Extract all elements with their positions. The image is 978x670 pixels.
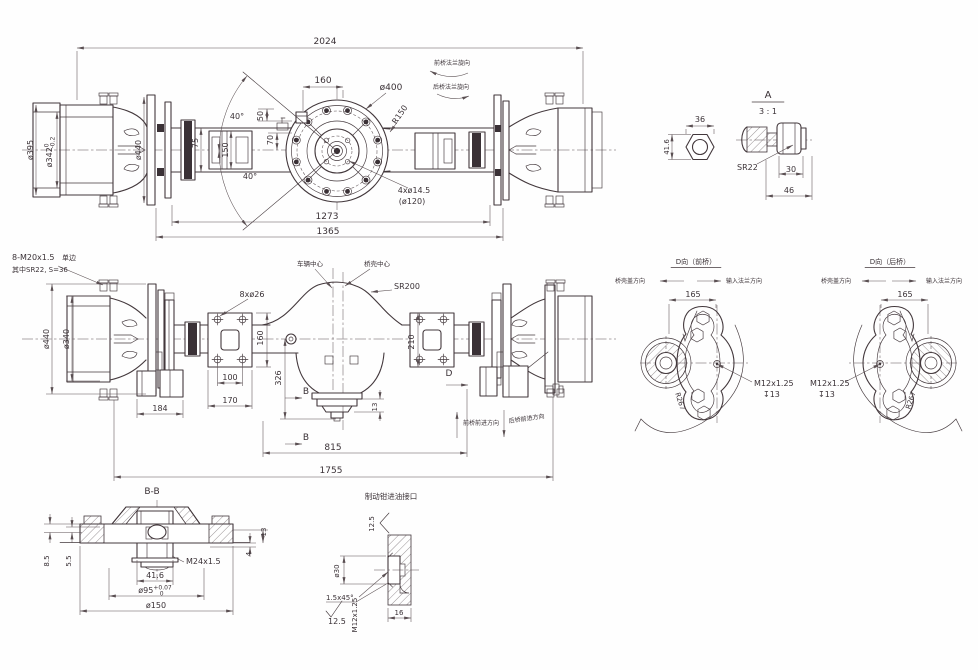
d-rear-thread: M12x1.25: [810, 379, 850, 388]
label-b-top: B: [303, 387, 309, 397]
d-front-left-label: 桥壳盖方向: [615, 277, 645, 285]
dim-1365: 1365: [317, 227, 340, 237]
dim-75: 75: [191, 138, 200, 148]
d-rear-dim-165: 165: [897, 290, 912, 299]
dim-36: 36: [695, 115, 705, 124]
label-b-bottom: B: [303, 433, 309, 443]
label-m24: M24x1.5: [186, 557, 221, 566]
d-front-right-label: 输入法兰方向: [726, 277, 762, 285]
dim-416-a: 41.6: [663, 139, 671, 155]
detail-a-title: A: [765, 90, 772, 101]
dim-815: 815: [324, 443, 341, 453]
label-studs-spec2: 其中SR22, S=36: [12, 265, 68, 274]
d-view-front-labels: D向（前桥） 桥壳盖方向 输入法兰方向 165 M12x1.25 ↧13 R26…: [615, 257, 794, 411]
label-studs-note: 单边: [62, 253, 76, 262]
label-phi340: ø340: [62, 329, 71, 349]
label-d-arrow: D: [446, 369, 453, 379]
d-rear-left-label: 桥壳盖方向: [821, 277, 851, 285]
detail-a: A 3 : 1 36 41.6 SR22 30 46: [663, 90, 813, 200]
dim-2024: 2024: [314, 37, 337, 47]
dim-phi30: ø30: [333, 564, 341, 577]
surface-finish-bottom: 12.5: [328, 617, 346, 626]
dim-160v: 160: [256, 330, 265, 345]
dim-chamfer: 1.5x45°: [326, 594, 354, 602]
top-view: 2024 160 ø400 R150 ø395 ø3420-0.2 ø440 7…: [22, 37, 616, 241]
d-rear-right-label: 输入法兰方向: [926, 277, 962, 285]
dim-1755: 1755: [320, 466, 343, 476]
label-sr22: SR22: [737, 163, 758, 172]
dim-184: 184: [152, 404, 167, 413]
dim-210: 210: [407, 334, 416, 349]
label-vehicle-center: 车辆中心: [297, 259, 324, 268]
d-view-rear-geometry: [849, 300, 962, 433]
d-rear-title: D向（后桥）: [870, 257, 910, 266]
dim-50: 50: [256, 111, 265, 121]
right-flange-holes: [413, 313, 450, 366]
label-phi440-front: ø440: [42, 329, 51, 349]
dim-13-front: 13: [371, 403, 379, 412]
dim-70: 70: [266, 135, 275, 145]
d-front-dim-165: 165: [685, 290, 700, 299]
dim-4: 4: [245, 551, 253, 556]
label-sr200: SR200: [394, 282, 420, 291]
d-rear-radius: R267: [904, 390, 917, 410]
left-flange-holes: [211, 313, 249, 366]
label-holes-1: 4xø14.5: [398, 186, 431, 195]
note-front-forward: 前桥前进方向: [463, 419, 499, 427]
dim-16: 16: [395, 609, 404, 617]
label-phi400: ø400: [380, 83, 403, 93]
d-front-title: D向（前桥）: [676, 257, 716, 266]
dim-55: 5.5: [65, 555, 73, 566]
dim-150: 150: [221, 142, 230, 157]
dim-100: 100: [222, 373, 237, 382]
note-rear-flange-rotation: 后桥法兰旋向: [433, 83, 469, 91]
section-bb-title: B-B: [144, 487, 159, 497]
label-phi395: ø395: [26, 140, 35, 160]
dim-phi150: ø150: [146, 601, 166, 610]
label-studs-spec: 8-M20x1.5: [12, 253, 55, 262]
dim-46: 46: [784, 186, 794, 195]
detail-a-scale: 3 : 1: [759, 107, 777, 116]
dim-326: 326: [274, 370, 283, 385]
d-front-depth: ↧13: [763, 390, 780, 399]
dim-160: 160: [314, 76, 331, 86]
label-housing-center: 桥壳中心: [364, 259, 391, 268]
label-m12-oil: M12x1.25: [351, 598, 359, 633]
label-phi440-top: ø440: [134, 140, 143, 160]
d-view-rear-labels: D向（后桥） 桥壳盖方向 输入法兰方向 165 M12x1.25 ↧13 R26…: [810, 257, 962, 410]
dim-40-lower: 40°: [243, 172, 257, 181]
d-view-front-geometry: [634, 298, 748, 433]
dim-13-bb: 13: [260, 528, 268, 537]
note-rear-forward: 后桥前进方向: [508, 412, 545, 425]
surface-finish-top: 12.5: [368, 516, 376, 532]
oil-port-title: 制动钳进油接口: [365, 491, 418, 501]
label-8x26: 8xø26: [240, 290, 265, 299]
label-phi342: ø3420-0.2: [44, 136, 57, 167]
d-front-thread: M12x1.25: [754, 379, 794, 388]
dim-30-a: 30: [786, 165, 796, 174]
front-view: 8-M20x1.5 单边 其中SR22, S=36 ø440 ø340 8xø2…: [12, 253, 616, 481]
oil-port-detail: 制动钳进油接口 12.5 ø30 1.5x45° 12.5 M12x1.25 1…: [325, 491, 419, 633]
dim-170: 170: [222, 396, 237, 405]
d-rear-depth: ↧13: [818, 390, 835, 399]
label-r150: R150: [390, 103, 409, 125]
dim-40-upper: 40°: [230, 112, 244, 121]
note-front-flange-rotation: 前桥法兰旋向: [434, 59, 470, 67]
dim-416-bb: 41.6: [146, 571, 164, 580]
dim-85: 8.5: [43, 555, 51, 566]
dim-1273: 1273: [316, 212, 339, 222]
label-holes-2: (ø120): [399, 197, 425, 206]
